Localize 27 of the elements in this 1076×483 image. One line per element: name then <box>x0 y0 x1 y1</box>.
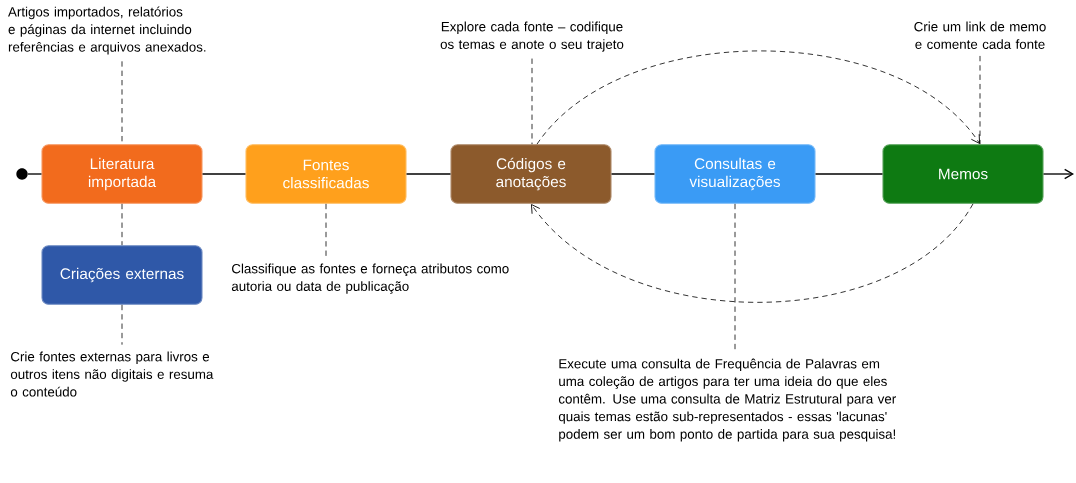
connector-line <box>814 173 884 175</box>
leader-line <box>121 203 123 246</box>
leader-line <box>325 203 327 258</box>
leader-line <box>734 203 736 353</box>
process-box: Criações externas <box>41 245 203 305</box>
note-text: Explore cada fonte – codifique os temas e anote o seu trajeto <box>440 21 624 52</box>
process-box: Memos <box>882 144 1044 204</box>
leader-line <box>531 58 533 145</box>
note-text: Classifique as fontes e forneça atributos como autoria ou data de publicação <box>231 263 509 294</box>
curved-arrow <box>531 203 974 303</box>
connector-line <box>610 173 656 175</box>
note-text: Crie um link de memo e comente cada fonte <box>914 21 1046 49</box>
arrow <box>1042 168 1074 180</box>
leader-line <box>979 55 981 145</box>
note-text: Execute uma consulta de Frequência de Palavras em uma coleção de artigos para ter uma ideia do que eles contêm. Use uma consulta de Matriz Estrutural para ver quais temas estão sub-representados - essas 'lacunas' podem ser um bom ponto de partida para sua pesquisa! <box>558 358 896 442</box>
process-box: Consultas e visualizações <box>654 144 816 204</box>
process-box: Literatura importada <box>41 144 203 204</box>
note-text: Artigos importados, relatórios e páginas da internet incluindo referências e arquivos anexados. <box>8 6 206 55</box>
process-box: Códigos e anotações <box>450 144 612 204</box>
leader-line <box>121 304 123 346</box>
curved-arrow <box>536 50 980 145</box>
connector-line <box>405 173 452 175</box>
connector-line <box>201 173 247 175</box>
connector-line <box>27 173 43 175</box>
note-text: Crie fontes externas para livros e outros itens não digitais e resuma o conteúdo <box>10 351 214 397</box>
leader-line <box>121 60 123 145</box>
process-box: Fontes classificadas <box>245 144 407 204</box>
